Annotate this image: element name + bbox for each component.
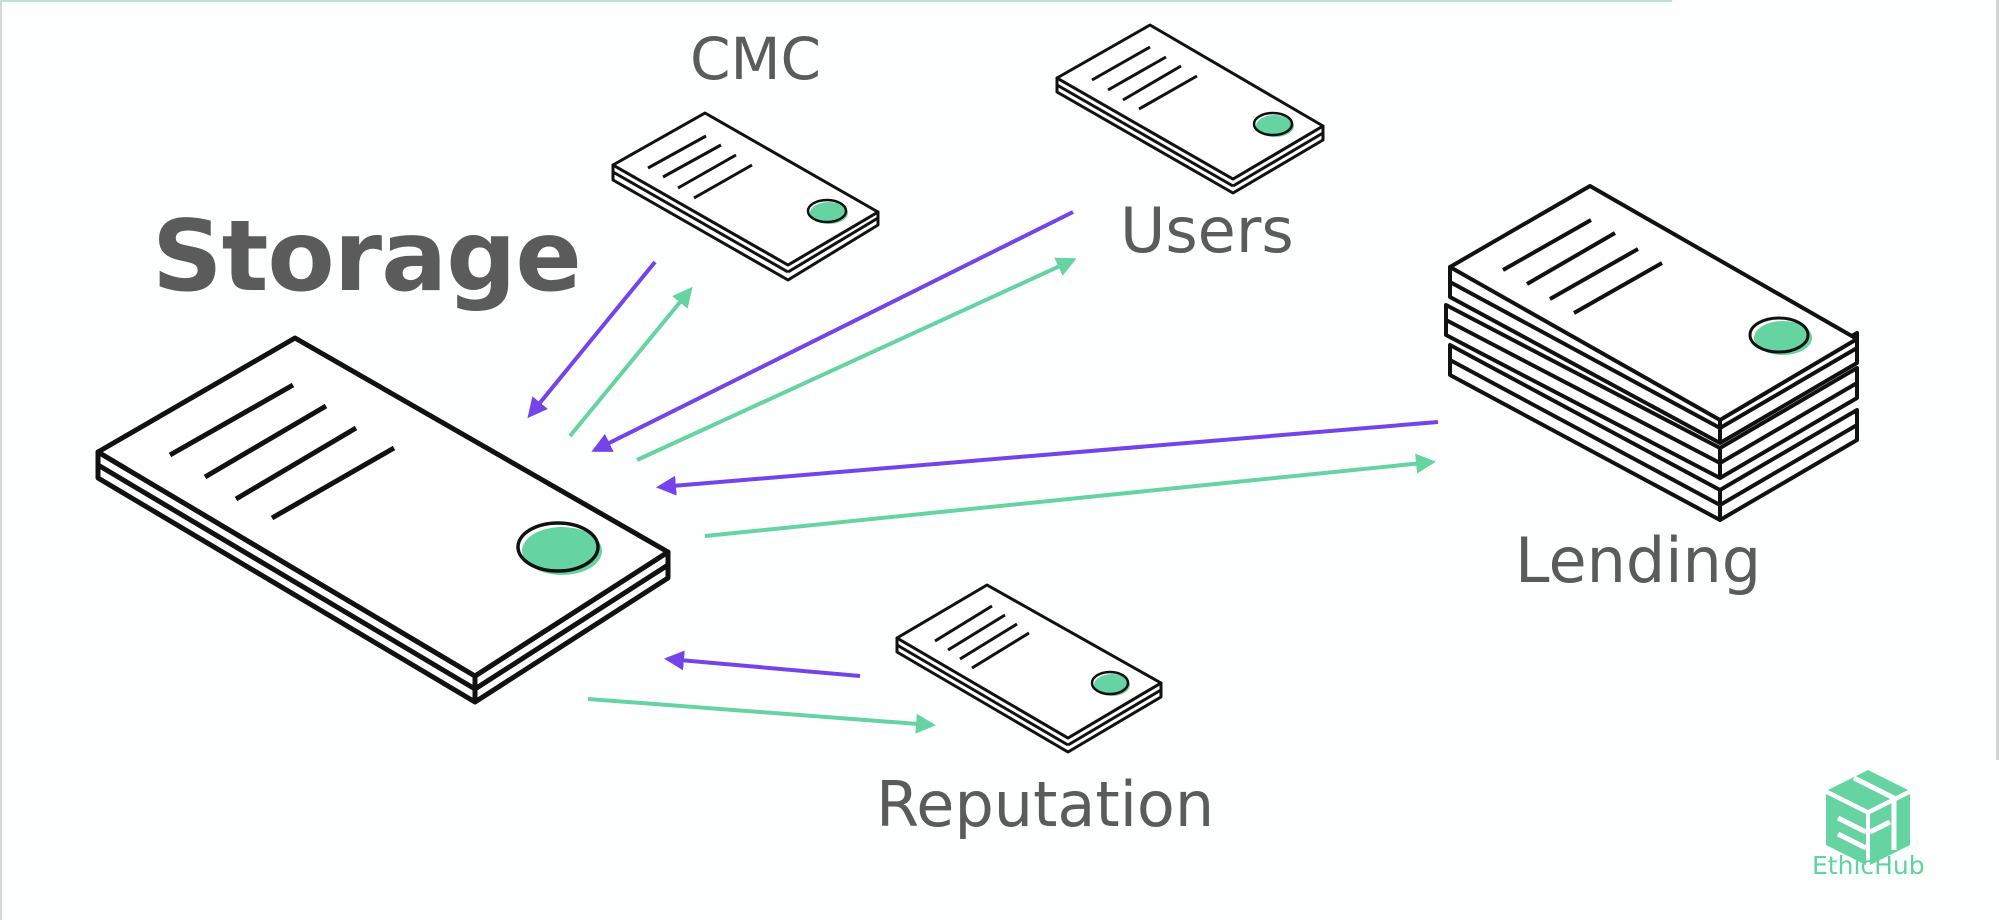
right-border: [1996, 0, 1999, 760]
cmc-device-icon: [611, 111, 880, 282]
arrow-storage-to-reputation: [587, 697, 936, 734]
cmc-label: CMC: [690, 25, 822, 93]
top-divider: [0, 0, 1672, 2]
arrow-storage-to-lending: [704, 453, 1436, 538]
storage-label: Storage: [152, 200, 582, 314]
lending-label: Lending: [1515, 524, 1762, 597]
reputation-label: Reputation: [876, 768, 1215, 841]
left-border: [0, 0, 2, 920]
arrow-reputation-to-storage: [664, 650, 861, 678]
arrow-users-to-storage: [591, 210, 1074, 452]
arrow-cmc-to-storage: [527, 260, 657, 419]
users-device-icon: [1055, 23, 1325, 195]
storage-device-icon: [95, 335, 671, 705]
arrow-storage-to-cmc: [568, 286, 693, 438]
lending-device-icon: [1444, 184, 1859, 522]
ethichub-cube-icon: [1826, 770, 1910, 865]
ethichub-logo-text: EthicHub: [1812, 851, 1925, 880]
reputation-device-icon: [895, 583, 1163, 754]
arrow-storage-to-users: [636, 257, 1077, 462]
arrow-lending-to-storage: [656, 420, 1439, 496]
users-label: Users: [1120, 194, 1294, 267]
